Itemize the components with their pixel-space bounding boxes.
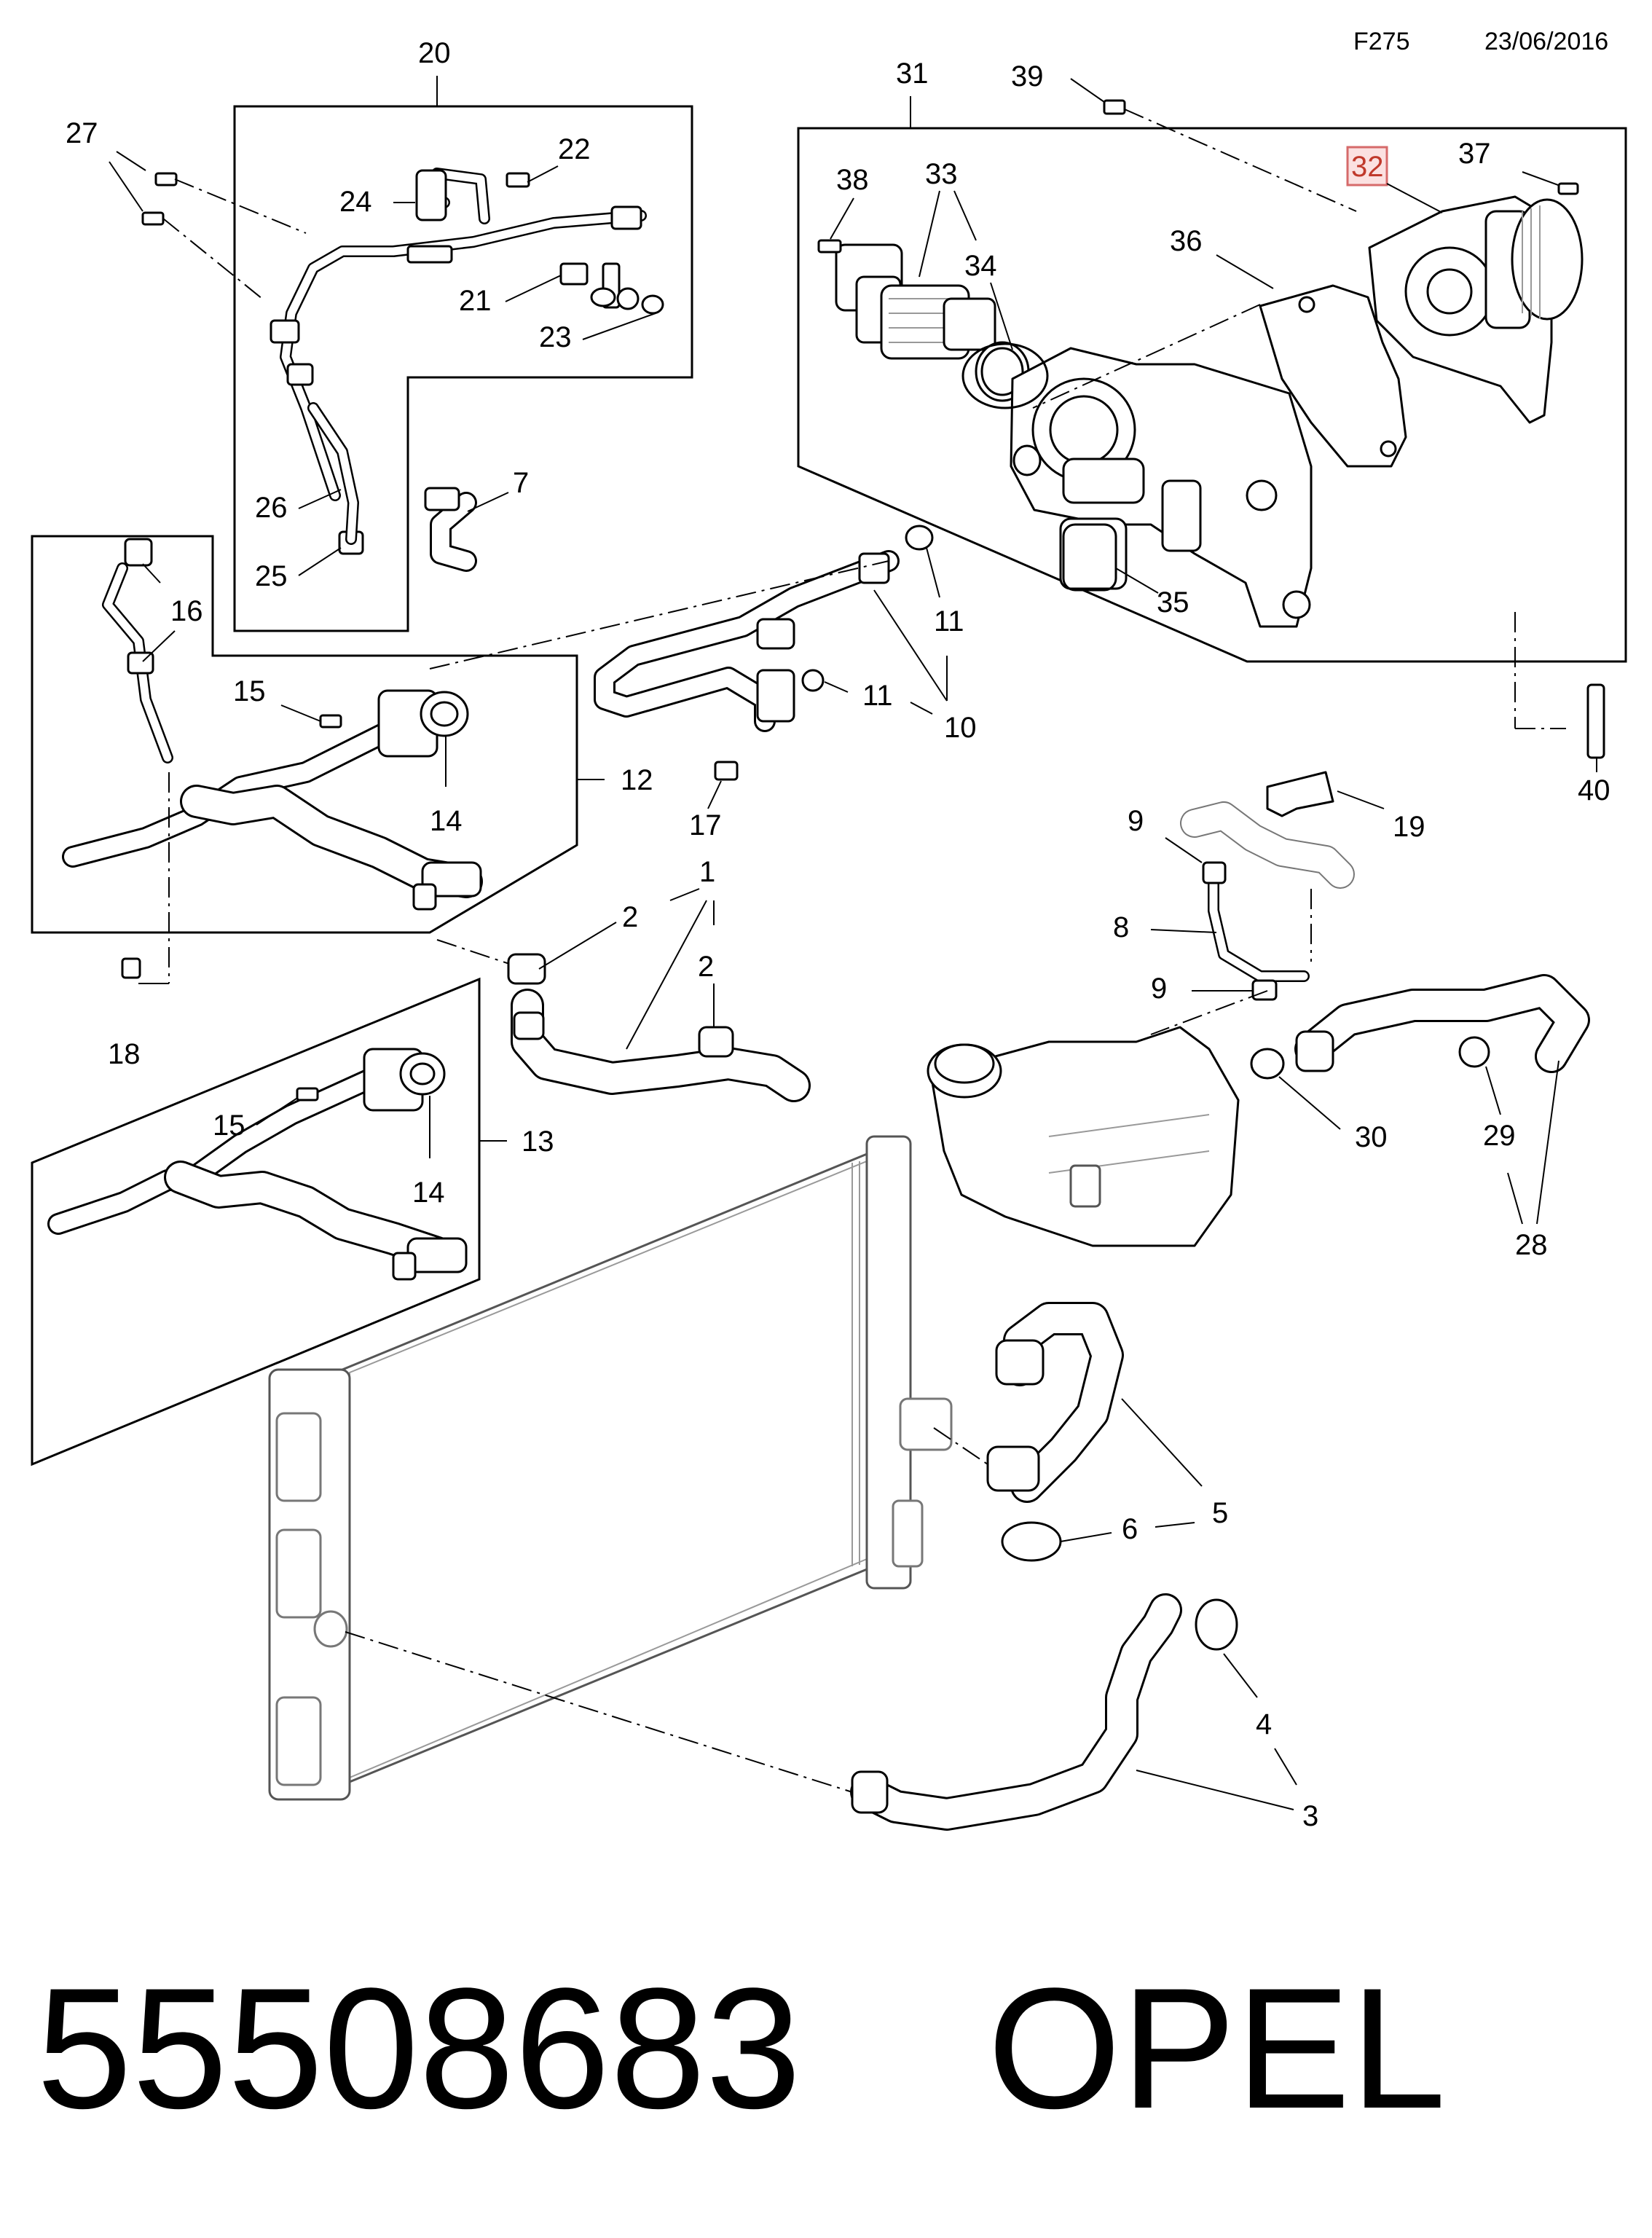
callout-32: 32 — [1351, 151, 1384, 183]
pipe-assembly-13 — [47, 1048, 468, 1281]
hose-1 — [507, 953, 811, 1102]
callout-10: 10 — [944, 712, 977, 744]
callout-16: 16 — [170, 595, 203, 627]
callout-15-lower: 15 — [213, 1110, 245, 1142]
callout-23: 23 — [539, 321, 572, 353]
water-pump-32 — [1368, 195, 1584, 424]
callout-9-lower: 9 — [1151, 973, 1167, 1005]
callout-36: 36 — [1170, 225, 1203, 257]
callout-40: 40 — [1578, 774, 1610, 806]
brand-name: OPEL — [987, 1952, 1447, 2145]
group-20-box: 20 — [233, 37, 693, 632]
part-label: 55508683 OPEL — [36, 1947, 1446, 2151]
callout-25: 25 — [255, 560, 288, 592]
expansion-tank — [927, 1026, 1240, 1247]
callout-19: 19 — [1393, 811, 1425, 843]
callout-30: 30 — [1355, 1121, 1388, 1153]
callout-11-upper: 11 — [934, 605, 964, 637]
callout-15-upper: 15 — [233, 675, 266, 707]
callout-39: 39 — [1011, 60, 1044, 93]
callout-13: 13 — [522, 1126, 554, 1158]
callout-33: 33 — [925, 158, 958, 190]
callout-27: 27 — [66, 117, 98, 149]
callout-14-upper: 14 — [430, 805, 463, 837]
hose-5-callouts: 5 6 — [1060, 1398, 1228, 1545]
callout-31: 31 — [896, 58, 929, 90]
callout-9-upper: 9 — [1128, 805, 1144, 837]
thermostat-housing — [835, 243, 1030, 402]
callout-14-lower: 14 — [412, 1177, 445, 1209]
bolts-21-23 — [506, 172, 664, 315]
callout-32-highlight — [1346, 146, 1388, 186]
hose-3 — [345, 1593, 1238, 1831]
callout-5: 5 — [1212, 1497, 1228, 1529]
hose-1-callouts: 1 2 2 — [538, 856, 715, 1050]
group-12-callouts: 16 15 14 18 — [108, 560, 889, 1070]
callout-12: 12 — [621, 764, 653, 796]
callout-6: 6 — [1122, 1513, 1138, 1545]
pipe-10-callouts: 11 11 10 17 — [689, 547, 977, 841]
part-number: 55508683 — [36, 1952, 802, 2145]
callout-3: 3 — [1302, 1800, 1318, 1832]
group-20-callouts: 27 24 22 21 23 26 25 7 — [66, 117, 656, 592]
callout-29: 29 — [1483, 1120, 1516, 1152]
callout-37: 37 — [1458, 138, 1491, 170]
callout-24: 24 — [339, 186, 372, 218]
hose-8 — [1150, 861, 1312, 1035]
callout-17: 17 — [689, 809, 722, 841]
group-31-box: 31 — [797, 58, 1627, 663]
hose-5 — [933, 1302, 1124, 1562]
callout-1: 1 — [699, 856, 715, 888]
callout-28: 28 — [1515, 1229, 1548, 1261]
radiator — [268, 1135, 953, 1801]
callout-11-lower: 11 — [862, 680, 893, 712]
hose-19-ghost — [1180, 771, 1355, 889]
water-pump-gasket-36 — [1259, 284, 1407, 468]
coolant-pipe-10 — [594, 525, 934, 732]
callout-8: 8 — [1113, 911, 1129, 943]
group-31-callouts: 38 33 34 36 35 32 37 39 40 — [817, 60, 1610, 806]
egr-tube-assembly — [270, 168, 647, 555]
hose-28 — [1250, 974, 1590, 1080]
hose-7 — [424, 487, 477, 572]
tank-hoses-callouts: 9 8 9 19 30 29 28 — [1113, 790, 1559, 1261]
callout-2-left: 2 — [622, 901, 638, 933]
hose-3-callouts: 4 3 — [1136, 1653, 1318, 1832]
callout-35: 35 — [1157, 586, 1189, 619]
group-12-box: 12 — [31, 535, 653, 934]
diagram-code: F275 — [1353, 28, 1410, 55]
seals-34-35 — [961, 342, 1117, 592]
diagram-date: 23/06/2016 — [1484, 28, 1608, 55]
callout-4: 4 — [1256, 1708, 1272, 1740]
thermostat-body — [1010, 347, 1313, 628]
callout-34: 34 — [964, 250, 997, 282]
callout-38: 38 — [836, 164, 869, 196]
callout-22: 22 — [558, 133, 591, 165]
group-13-callouts: 15 14 — [213, 1087, 445, 1209]
group-13-box: 13 — [31, 977, 554, 1467]
callout-7: 7 — [513, 467, 529, 499]
callout-21: 21 — [459, 285, 492, 317]
pipe-assembly-12 — [62, 538, 483, 911]
callout-20: 20 — [418, 37, 451, 69]
callout-18: 18 — [108, 1038, 141, 1070]
callout-26: 26 — [255, 492, 288, 524]
callout-2-right: 2 — [698, 951, 714, 983]
